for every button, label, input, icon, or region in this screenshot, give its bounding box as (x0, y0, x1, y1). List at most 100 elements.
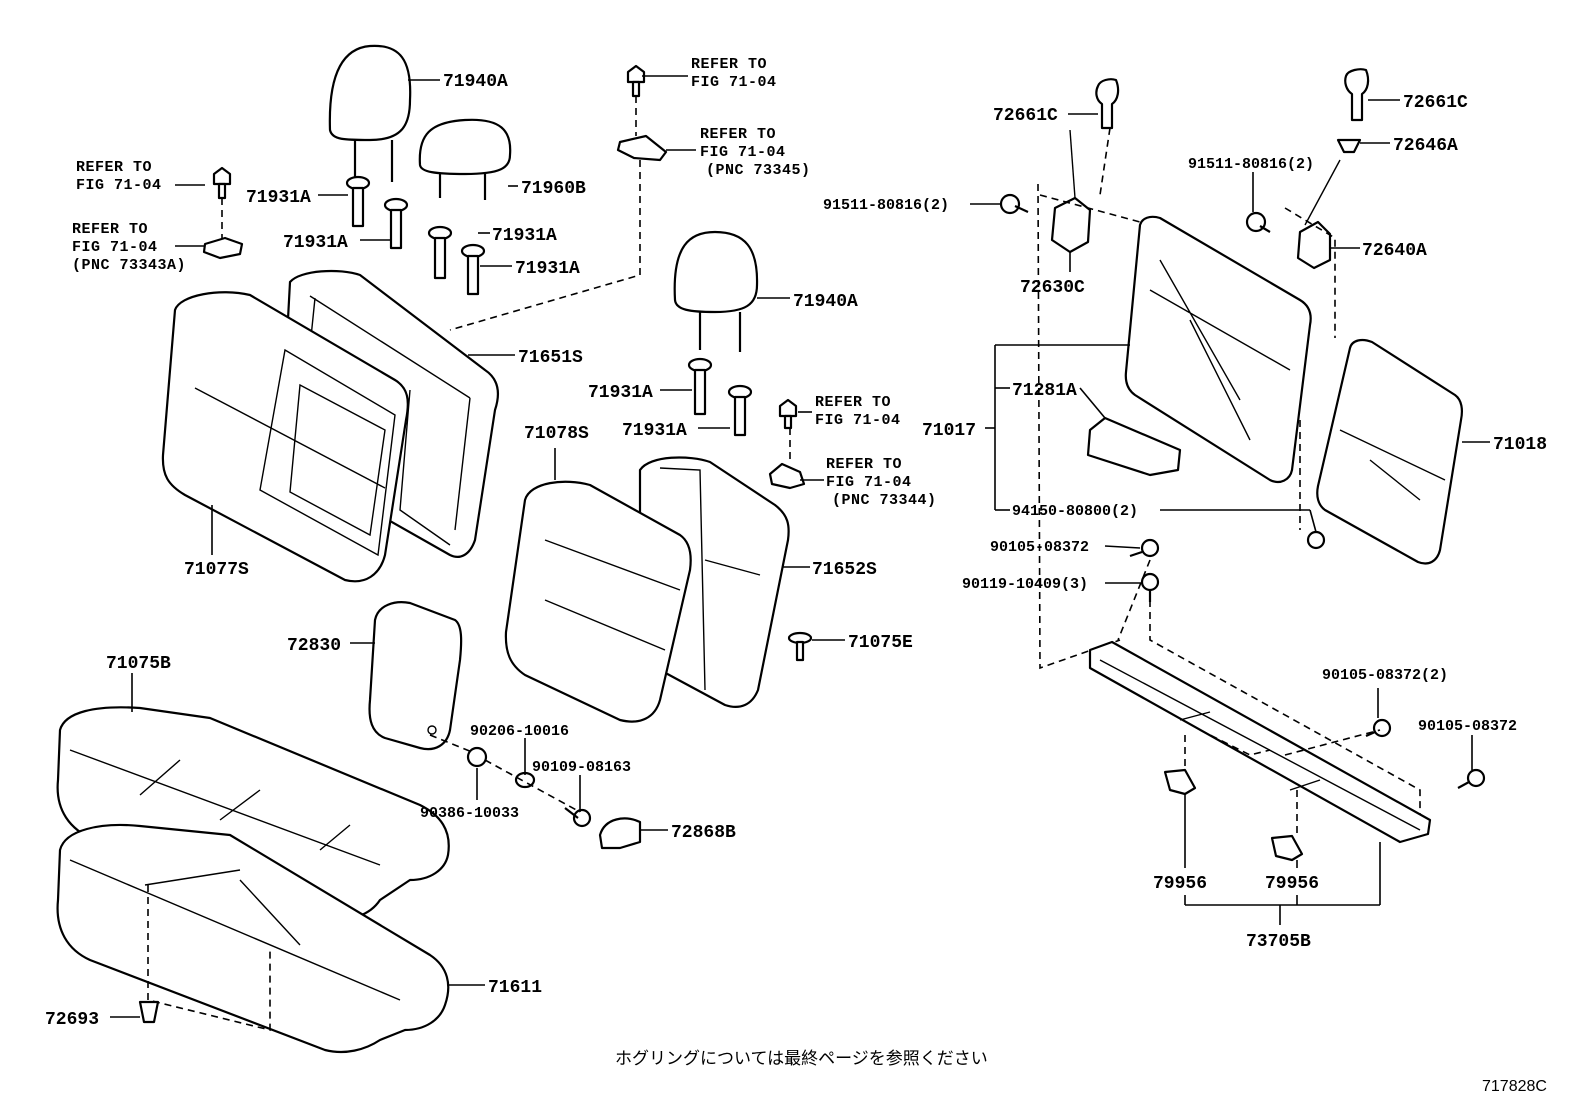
seat-back-board-71017[interactable] (1124, 215, 1312, 484)
svg-text:(PNC 73345): (PNC 73345) (706, 162, 811, 179)
guide-pin-71931A-4[interactable] (460, 243, 486, 296)
label-90109-08163: 90109-08163 (532, 759, 631, 776)
label-72630C: 72630C (1020, 278, 1085, 298)
refer-note-2: REFER TO FIG 71-04 (PNC 73343A) (72, 221, 186, 274)
clip-79956-right[interactable] (1270, 834, 1304, 862)
label-71931A-2: 71931A (283, 233, 348, 253)
bolt-94150[interactable] (1306, 530, 1326, 550)
hinge-72630C[interactable] (1050, 129, 1092, 254)
label-71931A-6: 71931A (622, 421, 687, 441)
seat-back-board-71018[interactable] (1316, 338, 1463, 565)
bolt-90105-08372-c[interactable] (1457, 768, 1486, 789)
hinge-72640A[interactable] (1296, 159, 1341, 270)
svg-text:REFER TO: REFER TO (826, 456, 902, 473)
bolt-91511-left[interactable] (999, 193, 1029, 215)
svg-text:FIG 71-04: FIG 71-04 (815, 412, 901, 429)
label-72661C-left: 72661C (993, 106, 1058, 126)
label-90105-08372-a: 90105-08372 (990, 539, 1089, 556)
label-90206-10016: 90206-10016 (470, 723, 569, 740)
cap-72646A[interactable] (1336, 138, 1362, 154)
label-71075B: 71075B (106, 654, 171, 674)
svg-text:REFER TO: REFER TO (700, 126, 776, 143)
refer-note-5: REFER TO FIG 71-04 (815, 394, 901, 429)
label-90119-10409: 90119-10409(3) (962, 576, 1088, 593)
hog-ring-note: ホグリングについては最終ページを参照ください (615, 1049, 988, 1069)
label-71018: 71018 (1493, 435, 1547, 455)
guide-pin-71931A-6[interactable] (727, 384, 753, 437)
label-71611: 71611 (488, 978, 542, 998)
bolt-90119-10409[interactable] (1140, 572, 1160, 602)
svg-text:FIG 71-04: FIG 71-04 (826, 474, 912, 491)
bracket-ref-73343A[interactable] (202, 236, 244, 260)
svg-text:FIG 71-04: FIG 71-04 (691, 74, 777, 91)
guide-pin-71931A-1[interactable] (345, 175, 371, 228)
bracket-ref-73344[interactable] (768, 462, 806, 490)
label-71940A-left: 71940A (443, 72, 508, 92)
label-91511-left: 91511-80816(2) (823, 197, 949, 214)
label-73705B: 73705B (1246, 932, 1311, 952)
refer-note-1: REFER TO FIG 71-04 (76, 159, 162, 194)
seat-back-frame-71652S[interactable] (638, 456, 790, 708)
svg-text:(PNC 73343A): (PNC 73343A) (72, 257, 186, 274)
seat-cushion-pad-71611[interactable] (56, 823, 450, 1054)
striker-72661C-left[interactable] (1095, 78, 1120, 130)
label-72693: 72693 (45, 1010, 99, 1030)
refer-note-4: REFER TO FIG 71-04 (PNC 73345) (700, 126, 811, 179)
armrest-72830[interactable] (368, 601, 463, 751)
striker-72661C-right[interactable] (1344, 68, 1370, 122)
bracket-ref-73345[interactable] (616, 134, 668, 162)
label-71078S: 71078S (524, 424, 589, 444)
guide-pin-71931A-5[interactable] (687, 357, 713, 416)
svg-text:REFER TO: REFER TO (815, 394, 891, 411)
label-71931A-5: 71931A (588, 383, 653, 403)
bolt-91511-right[interactable] (1245, 211, 1271, 233)
refer-note-3: REFER TO FIG 71-04 (691, 56, 777, 91)
clip-79956-left[interactable] (1163, 768, 1197, 796)
svg-text:FIG 71-04: FIG 71-04 (76, 177, 162, 194)
label-71077S: 71077S (184, 560, 249, 580)
label-71017: 71017 (922, 421, 976, 441)
bolt-90105-08372-b[interactable] (1365, 718, 1392, 738)
label-71075E: 71075E (848, 633, 913, 653)
label-71931A-3: 71931A (492, 226, 557, 246)
bolt-ref-mid[interactable] (778, 398, 798, 430)
svg-text:(PNC 73344): (PNC 73344) (832, 492, 937, 509)
leader-lines (110, 75, 1490, 1018)
bolt-90109-08163[interactable] (564, 807, 592, 828)
svg-text:REFER TO: REFER TO (691, 56, 767, 73)
clip-71075E[interactable] (787, 631, 813, 662)
label-71281A: 71281A (1012, 381, 1077, 401)
label-91511-right: 91511-80816(2) (1188, 156, 1314, 173)
bolt-ref-center[interactable] (626, 64, 646, 98)
label-71651S: 71651S (518, 348, 583, 368)
label-90386-10033: 90386-10033 (420, 805, 519, 822)
svg-text:REFER TO: REFER TO (72, 221, 148, 238)
clip-72693[interactable] (138, 1000, 160, 1024)
label-71931A-4: 71931A (515, 259, 580, 279)
svg-text:REFER TO: REFER TO (76, 159, 152, 176)
bracket-71281A[interactable] (1086, 416, 1182, 477)
seat-back-cover-71078S[interactable] (504, 480, 692, 723)
label-79956-right: 79956 (1265, 874, 1319, 894)
bolt-90105-08372-a[interactable] (1129, 538, 1160, 558)
headrest-71940A-left[interactable] (328, 44, 412, 182)
guide-pin-71931A-3[interactable] (427, 225, 453, 280)
seat-back-cover-71077S[interactable] (161, 291, 409, 583)
cover-72868B[interactable] (598, 817, 642, 850)
headrest-71960B[interactable] (418, 118, 512, 200)
label-94150-80800: 94150-80800(2) (1012, 503, 1138, 520)
bolt-ref-left[interactable] (212, 166, 232, 200)
label-71652S: 71652S (812, 560, 877, 580)
refer-note-6: REFER TO FIG 71-04 (PNC 73344) (826, 456, 937, 509)
svg-text:FIG 71-04: FIG 71-04 (72, 239, 158, 256)
headrest-71940A-center[interactable] (673, 230, 759, 352)
label-72830: 72830 (287, 636, 341, 656)
guide-pin-71931A-2[interactable] (383, 197, 409, 250)
label-90105-08372-c: 90105-08372 (1418, 718, 1517, 735)
floor-rail-73705B[interactable] (1088, 640, 1432, 844)
figure-code: 717828C (1482, 1078, 1547, 1095)
nut-90386-10033[interactable] (466, 746, 488, 768)
svg-text:FIG 71-04: FIG 71-04 (700, 144, 786, 161)
label-72868B: 72868B (671, 823, 736, 843)
